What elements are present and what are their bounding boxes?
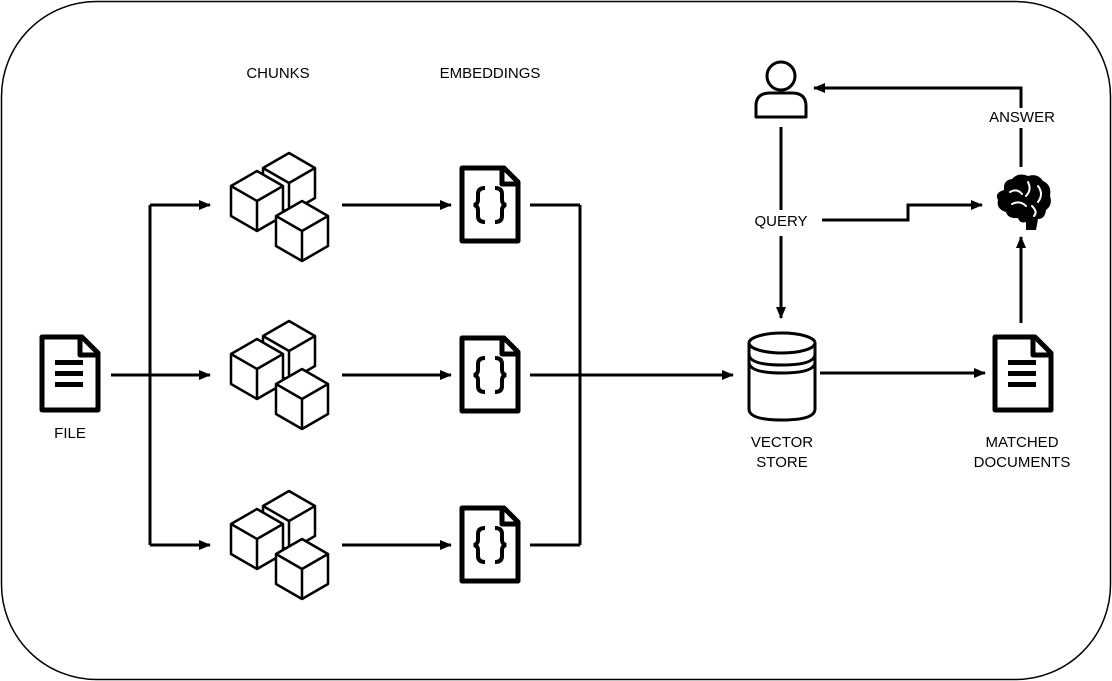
chunks-to-embeddings-arrows: [342, 200, 452, 550]
embedding-json-icon-3: [462, 508, 518, 581]
file-to-chunks-connector: [111, 200, 211, 550]
embeddings-to-vector-store-connector: [530, 203, 734, 547]
embedding-json-icon-1: [462, 168, 518, 241]
query-label: QUERY: [741, 212, 821, 232]
user-icon: [754, 60, 808, 119]
chunks-label: CHUNKS: [246, 65, 310, 82]
answer-label: ANSWER: [972, 108, 1072, 128]
matched-documents-icon: [995, 337, 1051, 410]
chunks-cubes-icon-1: [231, 153, 328, 261]
chunks-cubes-icon-2: [231, 321, 328, 429]
matched-documents-label-line2: DOCUMENTS: [973, 454, 1071, 471]
answer-arrow: [813, 83, 1023, 167]
query-to-llm-arrow: [822, 200, 983, 222]
vector-store-database-icon: [747, 331, 817, 422]
vector-store-label-line1: VECTOR: [750, 434, 814, 451]
embeddings-label: EMBEDDINGS: [439, 65, 541, 82]
matched-documents-label: MATCHED DOCUMENTS: [962, 433, 1082, 473]
llm-brain-icon: [996, 174, 1051, 230]
embedding-json-icon-2: [462, 338, 518, 411]
chunks-cubes-icon-3: [231, 491, 328, 599]
file-label: FILE: [54, 425, 86, 442]
vector-store-label: VECTOR STORE: [722, 433, 842, 473]
matched-documents-label-line1: MATCHED: [985, 434, 1059, 451]
file-document-icon: [42, 337, 98, 410]
vector-store-label-line2: STORE: [756, 454, 808, 471]
